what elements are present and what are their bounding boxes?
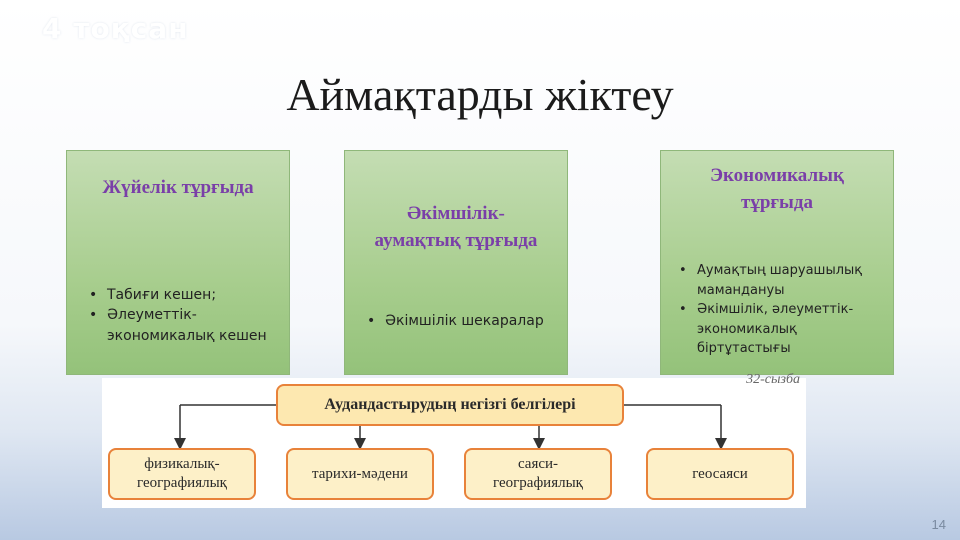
bullet-list: Әкімшілік шекаралар: [359, 311, 559, 332]
diagram-child-node: саяси- географиялық: [464, 448, 612, 500]
diagram-child-node: физикалық- географиялық: [108, 448, 256, 500]
regionalization-diagram: 32-сызба Аудандастырудың негізгі белгіле…: [102, 372, 806, 508]
box-title: Экономикалық тұрғыда: [710, 165, 844, 213]
page-number: 14: [931, 517, 946, 532]
bullet-list: Аумақтың шаруашылық мамандануы Әкімшілік…: [671, 261, 885, 359]
diagram-connectors: [174, 404, 727, 450]
diagram-child-node: геосаяси: [646, 448, 794, 500]
box-title: Жүйелік тұрғыда: [102, 177, 254, 198]
bullet-item: Табиғи кешен;: [89, 285, 281, 306]
figure-caption: 32-сызба: [746, 372, 800, 387]
diagram-root-node: Аудандастырудың негізгі белгілері: [276, 384, 624, 426]
bullet-item: Әлеуметтік- экономикалық кешен: [89, 305, 281, 346]
bullet-item: Әкімшілік шекаралар: [367, 311, 559, 332]
slide-section-label: 4 тоқсан: [42, 12, 189, 45]
bullet-list: Табиғи кешен; Әлеуметтік- экономикалық к…: [81, 285, 281, 346]
category-box-administrative: Әкімшілік- аумақтық тұрғыда Әкімшілік ше…: [344, 150, 568, 375]
bullet-item: Аумақтың шаруашылық мамандануы: [679, 261, 885, 300]
box-title: Әкімшілік- аумақтық тұрғыда: [374, 203, 538, 251]
category-box-systemic: Жүйелік тұрғыда Табиғи кешен; Әлеуметтік…: [66, 150, 290, 375]
bullet-item: Әкімшілік, әлеуметтік- экономикалық бірт…: [679, 300, 885, 359]
category-box-economic: Экономикалық тұрғыда Аумақтың шаруашылық…: [660, 150, 894, 375]
diagram-child-node: тарихи-мәдени: [286, 448, 434, 500]
slide-title: Аймақтарды жіктеу: [286, 69, 674, 120]
